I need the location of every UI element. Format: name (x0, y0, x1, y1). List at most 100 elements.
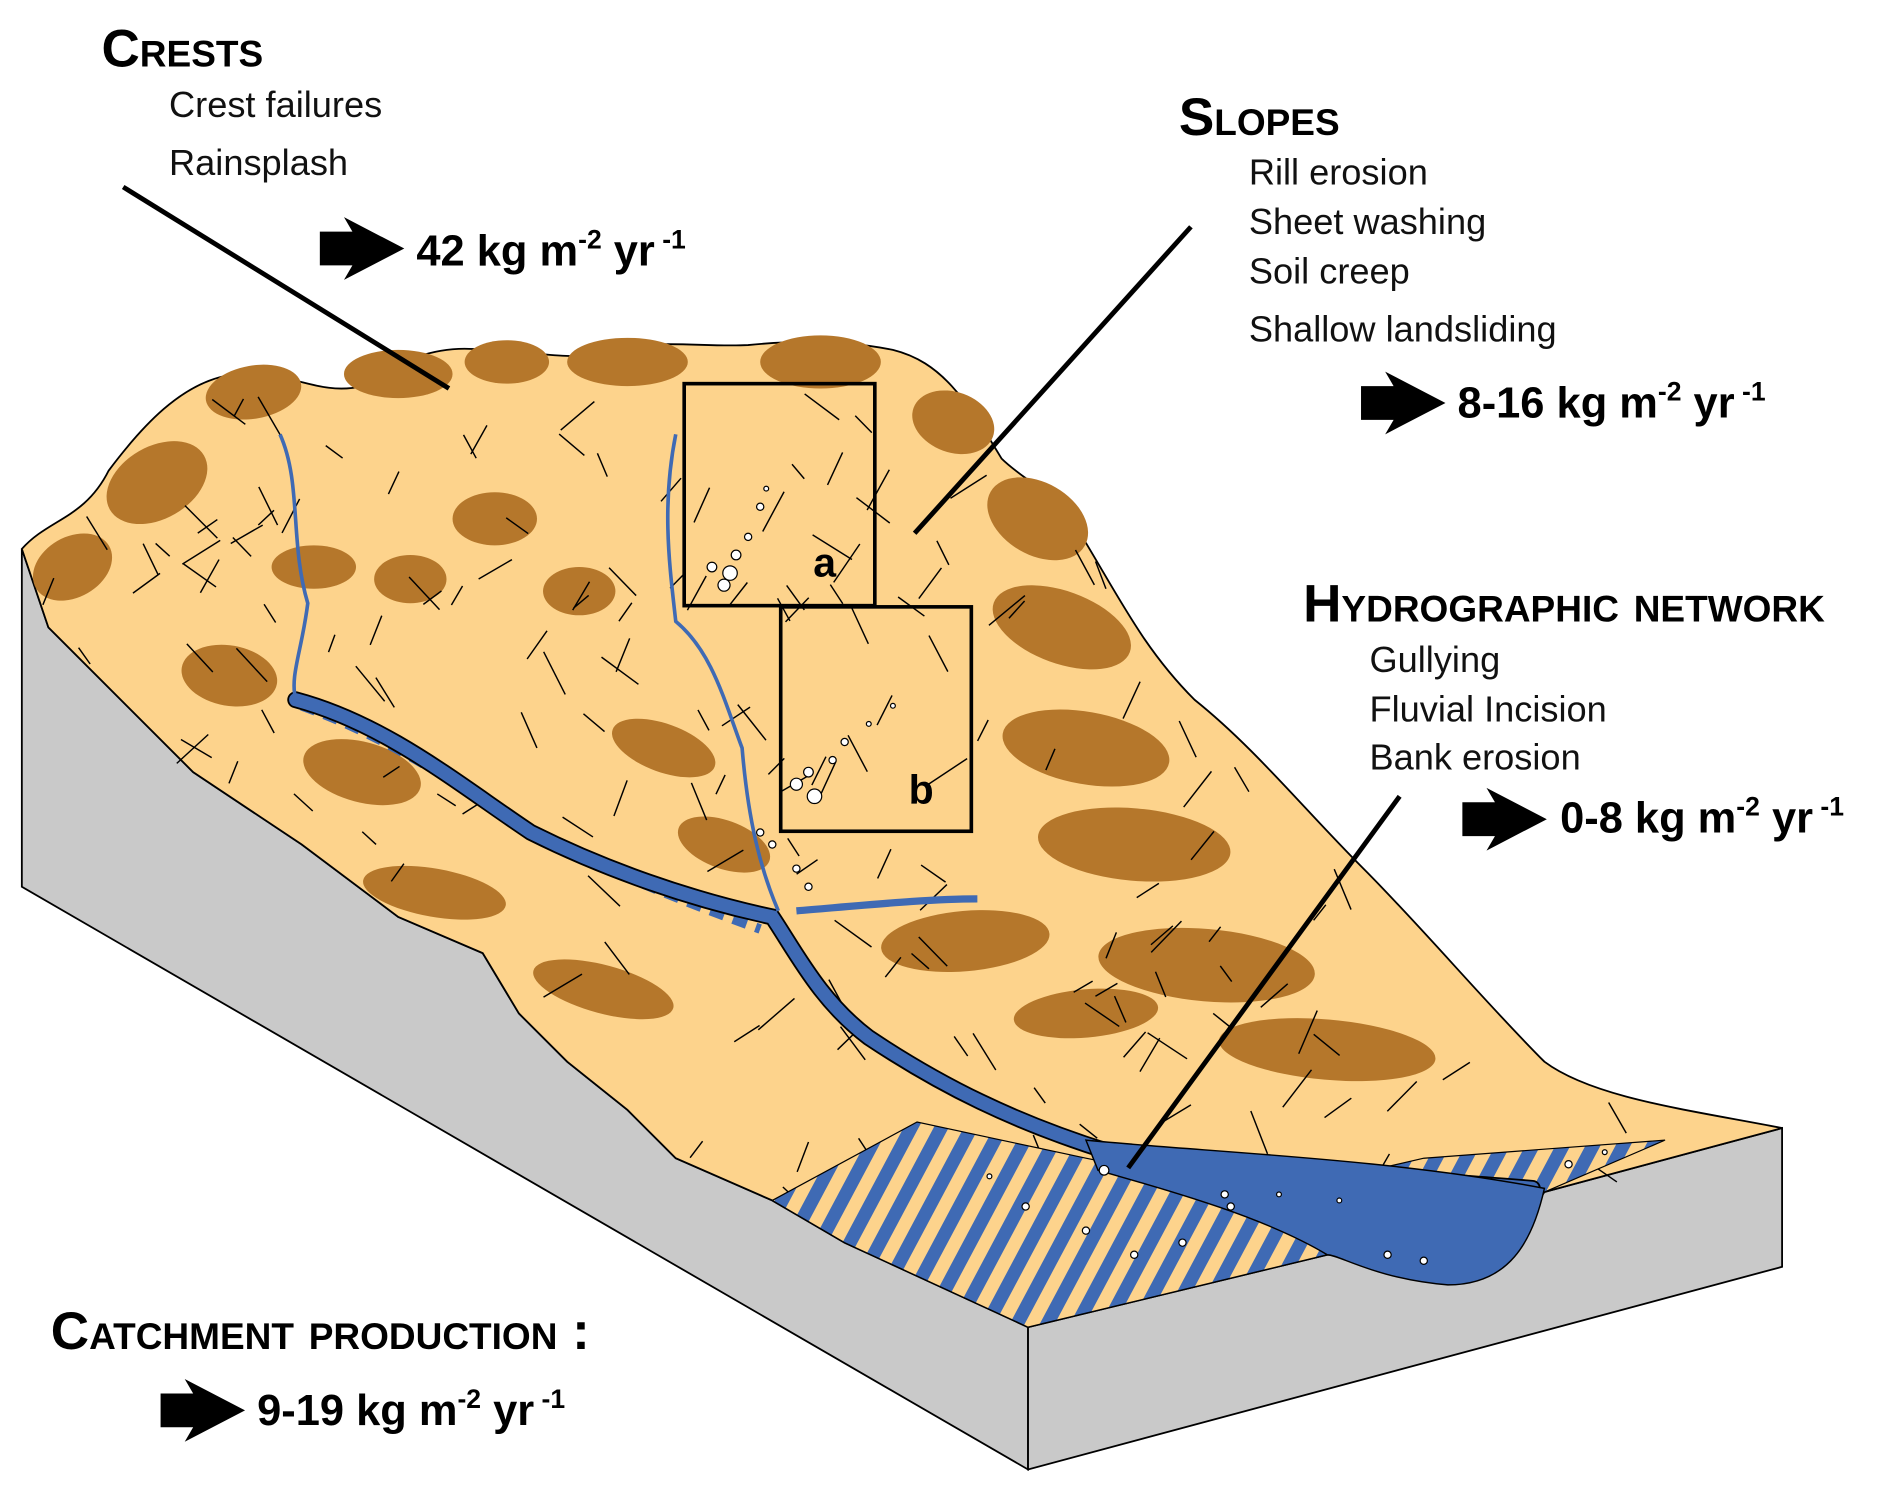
sediment-dot (789, 777, 804, 791)
hachure-line (1136, 882, 1160, 899)
hachure-line (1386, 1081, 1418, 1112)
hachure-line (876, 695, 893, 726)
ridge-patch (612, 718, 716, 778)
inset-label-b: b (909, 767, 934, 813)
hachure-line (697, 709, 710, 731)
sediment-dot (768, 840, 777, 849)
hachure-line (325, 445, 344, 459)
slopes-title: Slopes (1179, 88, 1340, 147)
hachure-line (976, 719, 989, 742)
sediment-dot (1275, 1191, 1283, 1198)
slopes-leader-line (912, 225, 1193, 535)
hachure-line (562, 816, 594, 838)
hachure-line (1094, 561, 1107, 589)
hachure-line (1190, 830, 1215, 861)
hachure-line (583, 713, 606, 733)
ridge-patch (912, 390, 995, 455)
hachure-line (1250, 1110, 1269, 1155)
ridge-patch (567, 337, 688, 387)
slopes-item: Sheet washing (1249, 201, 1486, 242)
hachure-line (618, 602, 633, 622)
hachure-line (1079, 1123, 1098, 1139)
sediment-dot (986, 1173, 993, 1180)
hachure-line (776, 597, 791, 622)
ridge-patch (1013, 988, 1159, 1039)
hachure-line (1008, 600, 1026, 619)
crests-leader-line (121, 184, 451, 391)
arrow-right-icon (1462, 787, 1547, 851)
hachure-line (1298, 1010, 1318, 1055)
hachure-line (375, 677, 395, 708)
hachure-line (1161, 1104, 1192, 1124)
hydro-title: Hydrographic network (1303, 574, 1825, 633)
ridge-patch (303, 739, 421, 806)
ridge-patch (363, 865, 506, 920)
hachure-line (263, 603, 277, 623)
hachure-line (796, 1141, 810, 1173)
hachure-line (327, 634, 336, 653)
hachure-line (1313, 904, 1327, 921)
sediment-dot (1220, 1190, 1229, 1199)
ridge-patch (452, 492, 538, 546)
hachure-line (1260, 983, 1289, 1008)
hachure-line (560, 400, 595, 431)
hachure-line (1313, 1033, 1341, 1057)
hachure-line (181, 539, 221, 565)
hachure-line (1219, 965, 1233, 983)
hachure-line (1074, 549, 1096, 586)
hachure-line (608, 567, 637, 597)
hachure-line (920, 864, 946, 883)
sediment-dot (840, 737, 849, 747)
hachure-line (851, 607, 870, 645)
hachure-line (876, 848, 892, 879)
hachure-line (833, 543, 861, 583)
catchment-rate: 9-19 kg m-2 yr -1 (257, 1384, 565, 1435)
hachure-line (1154, 971, 1167, 998)
hachure-line (382, 765, 400, 778)
hachure-line (826, 452, 844, 486)
brown-ridges (32, 335, 1436, 1082)
sediment-dot (1419, 1256, 1428, 1265)
sediment-dot (803, 766, 814, 778)
hachure-line (1045, 748, 1056, 771)
hachure-line (1608, 1102, 1627, 1134)
hachure-line (450, 585, 464, 606)
hachure-line (733, 1024, 760, 1043)
hachure-line (281, 498, 301, 534)
hachure-line (408, 576, 441, 611)
ridge-patch (464, 340, 550, 384)
arrow-right-icon (160, 1379, 246, 1442)
hachure-line (834, 919, 872, 948)
hachure-line (988, 594, 1026, 626)
hachure-line (1073, 980, 1093, 993)
slopes-item: Rill erosion (1249, 152, 1428, 193)
sediment-dot (706, 561, 718, 573)
sediment-dot (1098, 1164, 1110, 1176)
hachure-line (737, 704, 767, 741)
hachure-line (1208, 926, 1222, 943)
hydro-item: Fluvial Incision (1369, 688, 1606, 729)
crests-title: Crests (101, 19, 263, 78)
hachure-line (543, 973, 583, 998)
hachure-line (791, 463, 805, 480)
hachure-line (228, 760, 239, 784)
hachure-line (953, 1036, 969, 1057)
hachure-line (596, 453, 608, 477)
hachure-line (478, 558, 513, 580)
hachure-line (854, 415, 873, 434)
hachure-line (186, 643, 214, 673)
inset-label-a: a (813, 540, 837, 586)
hachure-line (422, 590, 442, 605)
river-mouth (1084, 1139, 1546, 1286)
ridge-patch (205, 364, 302, 420)
hachure-line (261, 709, 275, 734)
hachure-line (258, 486, 279, 526)
hachure-line (42, 577, 55, 606)
ridge-patch (32, 533, 113, 601)
ridge-patch (760, 335, 881, 389)
hachure-line (573, 594, 590, 609)
hachure-line (784, 597, 810, 623)
hachure-line (918, 936, 948, 967)
hachure-line (1122, 681, 1141, 719)
hachure-line (926, 758, 968, 786)
